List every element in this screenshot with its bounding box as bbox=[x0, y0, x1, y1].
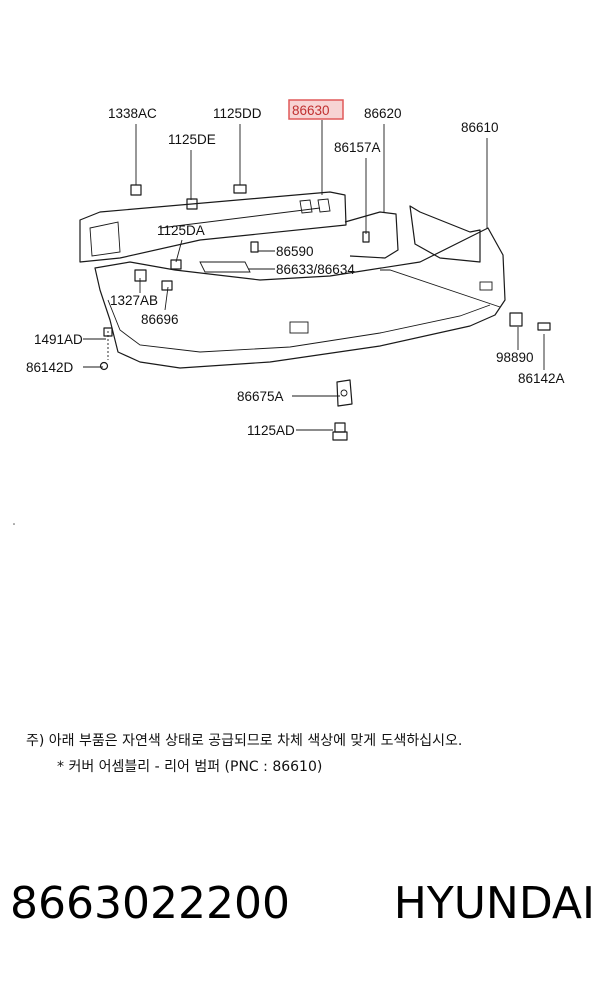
speck bbox=[13, 523, 15, 525]
side-brackets bbox=[344, 205, 481, 263]
label-1327AB[interactable]: 1327AB bbox=[110, 293, 158, 308]
parts-diagram: 1338AC 1125DD 86630 86620 86610 1125DE 8… bbox=[13, 99, 565, 525]
footer-bar: 8663022200 HYUNDAI bbox=[10, 878, 595, 929]
lower-bracket bbox=[332, 379, 353, 441]
label-86696[interactable]: 86696 bbox=[141, 312, 179, 327]
label-86675A[interactable]: 86675A bbox=[237, 389, 284, 404]
part-number: 8663022200 bbox=[10, 878, 290, 929]
bumper-absorber bbox=[79, 191, 347, 263]
label-1125DD[interactable]: 1125DD bbox=[213, 106, 262, 121]
supply-note: 주) 아래 부품은 자연색 상태로 공급되므로 차체 색상에 맞게 도색하십시오… bbox=[26, 730, 596, 776]
bumper-cover bbox=[94, 227, 506, 369]
label-86633-86634[interactable]: 86633/86634 bbox=[276, 262, 355, 277]
label-86630[interactable]: 86630 bbox=[292, 103, 330, 118]
part-highlight-box bbox=[288, 99, 344, 120]
note-line-1: 주) 아래 부품은 자연색 상태로 공급되므로 차체 색상에 맞게 도색하십시오… bbox=[26, 733, 463, 749]
leader-lines bbox=[83, 120, 545, 431]
label-86142A[interactable]: 86142A bbox=[518, 371, 565, 386]
label-1125AD[interactable]: 1125AD bbox=[247, 423, 295, 438]
label-86590[interactable]: 86590 bbox=[276, 244, 314, 259]
label-86157A[interactable]: 86157A bbox=[334, 140, 381, 155]
note-line-2: * 커버 어셈블리 - 리어 범퍼 (PNC : 86610) bbox=[57, 759, 323, 775]
label-86142D[interactable]: 86142D bbox=[26, 360, 74, 375]
label-1125DE[interactable]: 1125DE bbox=[168, 132, 216, 147]
label-1338AC[interactable]: 1338AC bbox=[108, 106, 157, 121]
brand-name: HYUNDAI bbox=[393, 878, 595, 929]
label-86610[interactable]: 86610 bbox=[461, 120, 499, 135]
label-1491AD[interactable]: 1491AD bbox=[34, 332, 83, 347]
label-86620[interactable]: 86620 bbox=[364, 106, 402, 121]
label-98890[interactable]: 98890 bbox=[496, 350, 534, 365]
